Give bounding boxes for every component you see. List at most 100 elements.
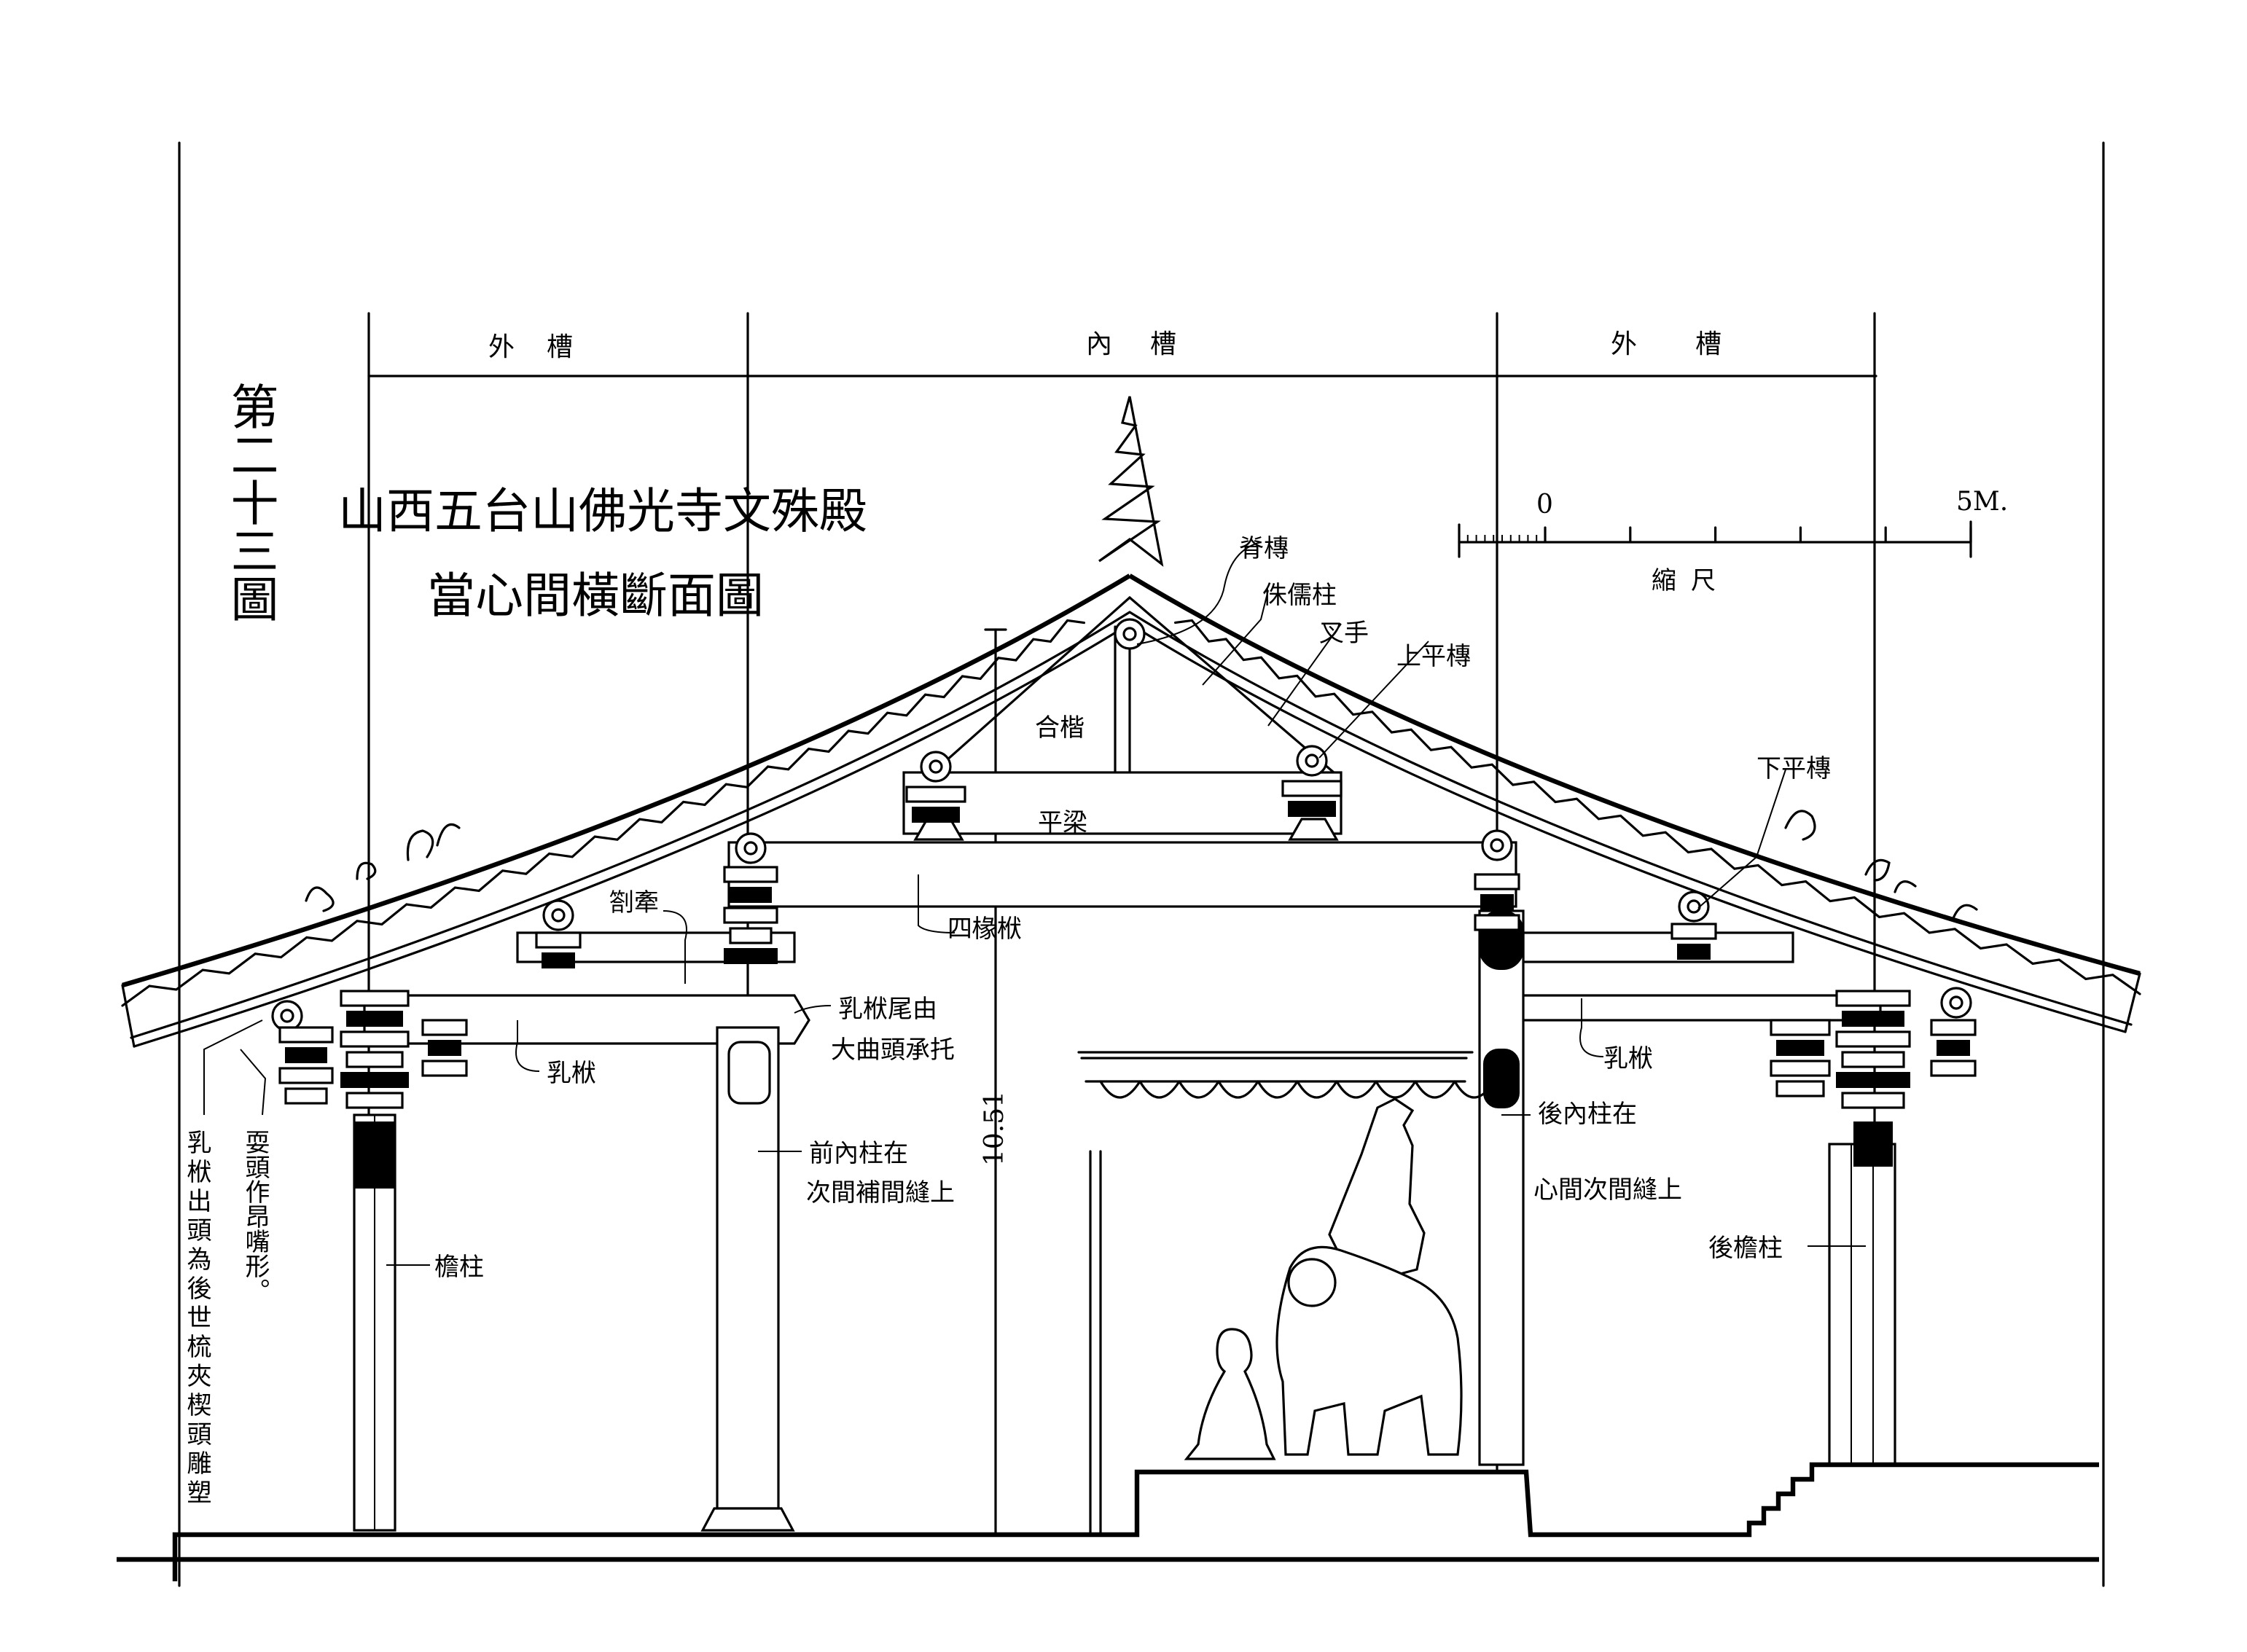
bracket-block: [1835, 990, 1911, 1007]
note-shuatou: 耍頭作昂嘴形。: [241, 1130, 270, 1303]
bracket-block: [1770, 1060, 1831, 1077]
label-hetuo: 合楷: [1035, 713, 1085, 743]
scale-start: 0: [1536, 490, 1553, 520]
bracket-block: [1670, 923, 1717, 940]
bracket-block: [346, 1011, 403, 1027]
ground-line: [117, 1462, 2099, 1581]
bracket-block: [345, 1051, 404, 1068]
stupa-sculpture: [1184, 1328, 1276, 1460]
bracket-block: [285, 1047, 327, 1063]
bracket-block: [1480, 894, 1514, 910]
flat-beam: [902, 771, 1343, 835]
roof: [121, 573, 2141, 1048]
purlin-core: [280, 1009, 294, 1023]
bracket-block: [1474, 914, 1520, 931]
label-rufu-tail-line1: 乳栿尾由: [838, 995, 937, 1024]
bracket-block: [278, 1067, 334, 1084]
bracket-block: [729, 927, 773, 944]
bracket-block: [1836, 1072, 1910, 1088]
purlin: [735, 832, 767, 864]
rear-eave-column-block: [1853, 1121, 1893, 1167]
bracket-block: [421, 1060, 468, 1077]
bracket-block: [724, 948, 778, 964]
height-dimension-value: 10.51: [980, 1091, 1009, 1166]
label-zhaqian: 劄牽: [609, 888, 659, 917]
purlin-core: [1949, 995, 1963, 1010]
label-rufu-tail-line2: 大曲頭承托: [831, 1036, 955, 1065]
bracket-block: [340, 1072, 409, 1088]
bracket-block: [345, 1092, 404, 1109]
purlin: [1678, 890, 1710, 923]
label-front-inner-column-line2: 次間補間縫上: [806, 1178, 955, 1207]
bracket-block: [905, 786, 966, 803]
purlin: [1481, 829, 1513, 861]
inclined-strut-right: [1128, 596, 1335, 774]
bracket-block: [1677, 944, 1711, 960]
bracket-block: [1841, 1051, 1905, 1068]
bracket-block: [1288, 801, 1336, 817]
purlin-core: [1490, 838, 1504, 853]
purlin: [271, 1000, 303, 1032]
label-front-inner-column-line1: 前內柱在: [809, 1139, 908, 1168]
label-rear-inner-column-line1: 後內柱在: [1538, 1100, 1637, 1129]
purlins: [271, 618, 1972, 1032]
purlin: [1114, 618, 1146, 650]
four-rafter-beam: [727, 841, 1517, 908]
bracket-block: [723, 866, 778, 883]
label-flat-beam: 平梁: [1038, 808, 1087, 837]
label-inclined-strut: 叉手: [1319, 619, 1369, 648]
leader-lines: [203, 541, 1866, 1266]
purlin-core: [1122, 627, 1137, 641]
bay-label-front-outer: 外槽: [488, 332, 605, 362]
bracket-block: [542, 952, 575, 968]
bay-label-inner: 內槽: [1086, 329, 1214, 359]
bracket-block: [1835, 1030, 1911, 1048]
bracket-block: [428, 1040, 461, 1056]
ridge-finial: [1098, 396, 1164, 567]
figure-subtitle: 當心間橫斷面圖: [427, 568, 764, 624]
label-eave-column: 檐柱: [434, 1253, 484, 1282]
purlin-core: [1305, 753, 1319, 768]
rear-eave-column: [1828, 1143, 1896, 1466]
label-four-rafter-beam: 四椽栿: [947, 915, 1022, 944]
bracket-block: [1775, 1080, 1825, 1097]
purlin: [920, 751, 952, 783]
bracket-block: [340, 1030, 410, 1048]
label-rufu-front: 乳栿: [547, 1059, 596, 1088]
label-ridge-purlin: 脊槫: [1239, 534, 1289, 563]
bracket-block: [1841, 1092, 1905, 1109]
bracket-block: [1776, 1040, 1824, 1056]
bracket-block: [723, 907, 778, 924]
bracket-block: [421, 1019, 468, 1036]
bracket-block: [912, 807, 960, 823]
manjusri-statue-on-lion: [1275, 1097, 1463, 1456]
roof-truss: 10.51: [363, 596, 1882, 1536]
figure-title: 山西五台山佛光寺文殊殿: [338, 483, 867, 539]
scale-bar: 0 5M. 縮尺: [1458, 487, 2008, 595]
label-rufu-rear: 乳栿: [1603, 1044, 1653, 1073]
bay-label-rear-outer: 外槽: [1611, 329, 1780, 359]
purlin: [542, 899, 574, 931]
purlin: [1940, 987, 1972, 1019]
label-rear-inner-column-line2: 心間次間縫上: [1533, 1175, 1682, 1205]
bracket-block: [1474, 873, 1520, 890]
altar-canopy: [1077, 1051, 1496, 1536]
bracket-block: [1930, 1060, 1977, 1077]
rufu-beam-rear: [1500, 994, 1882, 1022]
bracket-sets: [278, 780, 1977, 1109]
columns: [353, 909, 1896, 1532]
bracket-block: [1842, 1011, 1904, 1027]
label-lower-purlin: 下平槫: [1756, 754, 1831, 783]
bracket-block: [278, 1026, 334, 1044]
bracket-block: [284, 1087, 328, 1105]
bracket-block: [340, 990, 410, 1007]
label-rear-eave-column: 後檐柱: [1708, 1234, 1783, 1263]
purlin-core: [929, 759, 943, 774]
figure-number: 第二十三圖: [223, 382, 279, 622]
label-king-post: 侏儒柱: [1262, 581, 1337, 610]
scale-label: 縮尺: [1652, 566, 1730, 595]
component-labels: 脊槫 侏儒柱 叉手 上平槫 合楷 平梁 下平槫 劄牽 四椽栿 乳栿尾由 大曲頭承…: [182, 534, 1831, 1508]
purlin-core: [743, 841, 758, 856]
